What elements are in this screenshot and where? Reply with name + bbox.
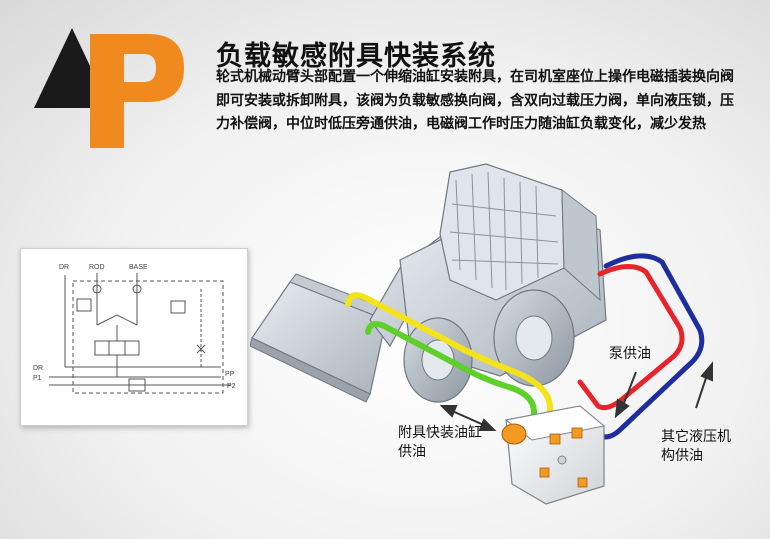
hydraulic-schematic-panel: DR ROD BASE DR P1 PP P2	[20, 248, 248, 426]
valve-block-outline	[72, 280, 224, 394]
flow-arrows	[439, 361, 713, 431]
port-label-pp: PP	[225, 371, 235, 378]
system-description: 轮式机械动臂头部配置一个伸缩油缸安装附具，在司机室座位上操作电磁插装换向阀即可安…	[216, 69, 734, 132]
skid-steer-illustration	[250, 163, 713, 505]
check-valve-base	[132, 284, 142, 294]
check-valve-rod	[92, 284, 102, 294]
blue-return-hose	[589, 253, 705, 440]
front-left-wheel	[403, 317, 473, 403]
hydraulic-schematic: DR ROD BASE DR P1 PP P2	[33, 264, 236, 394]
port-label-p1: P1	[33, 375, 42, 382]
relief-valve-left	[76, 298, 92, 312]
solenoid-valve-block	[501, 405, 606, 505]
port-label-p2: P2	[227, 383, 236, 390]
compensator-valve	[128, 378, 146, 392]
pump-supply-label: 泵供油	[609, 346, 651, 362]
other-hydraulic-supply-label: 其它液压机 构供油	[661, 428, 770, 466]
loader-bucket	[250, 273, 391, 403]
port-label-dr-left: DR	[33, 365, 43, 372]
company-logo	[34, 28, 184, 148]
rear-left-wheel	[493, 289, 575, 387]
port-label-dr-top: DR	[59, 264, 69, 271]
logo-p-shape	[90, 34, 184, 148]
other-label-line-2: 构供油	[661, 448, 703, 464]
directional-valve	[94, 340, 140, 356]
other-label-line-1: 其它液压机	[661, 429, 731, 445]
red-pump-hose	[577, 264, 685, 411]
attachment-label-line-1: 附具快装油缸	[398, 425, 482, 441]
attachment-cylinder-supply-label: 附具快装油缸 供油	[398, 424, 518, 462]
valve-solenoid-orange	[501, 423, 527, 445]
cab-cage-grid	[449, 171, 559, 291]
crossover-line	[96, 314, 138, 326]
hydraulic-hoses	[345, 253, 705, 440]
page-title: 负载敏感附具快装系统	[216, 41, 496, 72]
yellow-attachment-hose	[345, 292, 553, 437]
green-attachment-hose	[365, 321, 537, 439]
relief-valve-right	[170, 300, 186, 314]
attachment-label-line-2: 供油	[398, 444, 426, 460]
port-label-base: BASE	[129, 264, 148, 271]
port-label-rod: ROD	[89, 264, 105, 271]
